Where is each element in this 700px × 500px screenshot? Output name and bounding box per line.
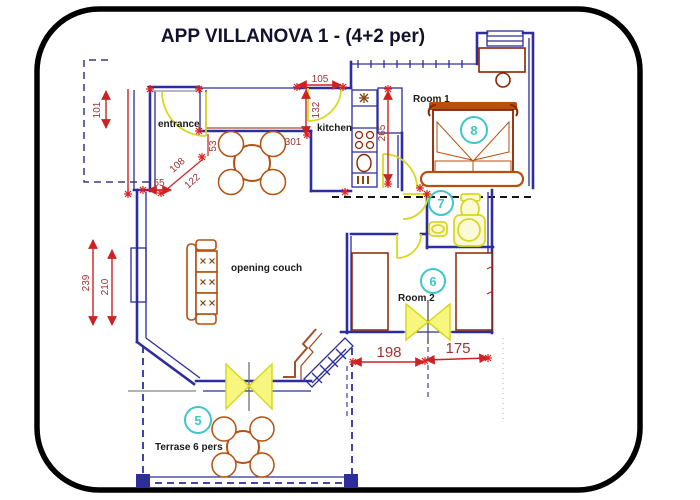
room2-bed-right (455, 252, 493, 331)
marker-circle-5 (184, 406, 212, 434)
dining-chair (259, 130, 287, 158)
dimension-labels: 101 239 210 55 108 122 53 301 105 132 26… (81, 74, 471, 361)
kitchen-label: kitchen (317, 123, 352, 134)
dining-chair (217, 130, 245, 158)
terrace-label: Terrase 6 pers (155, 442, 223, 453)
dim-55: 55 (153, 178, 165, 189)
terrace-chair (249, 452, 275, 478)
bathroom-door-arc (402, 193, 429, 220)
bed-footboard (419, 170, 525, 188)
marker-5: 5 (194, 413, 201, 428)
dim-53: 53 (208, 140, 219, 152)
dim-239: 239 (81, 274, 92, 291)
opening-couch (186, 239, 218, 325)
living-window (130, 247, 147, 303)
plan-title: APP VILLANOVA 1 - (4+2 per) (161, 26, 425, 47)
marker-circle-8 (460, 116, 488, 144)
room1-desk (478, 47, 526, 88)
kitchen-sink (356, 153, 372, 173)
room2-label: Room 2 (398, 293, 435, 304)
terrace-steps (283, 328, 354, 388)
boundary-dashed (83, 59, 150, 183)
terrace-door-window (225, 362, 273, 411)
hob-symbol (359, 93, 369, 103)
stair-railing (283, 328, 317, 378)
dim-132: 132 (311, 101, 322, 118)
stool (495, 72, 511, 88)
terrace-boundary (136, 346, 358, 488)
room1-double-bed (419, 102, 525, 188)
dimension-lines (88, 80, 494, 367)
marker-7: 7 (437, 196, 444, 211)
room2-bed-left (351, 252, 389, 331)
shower-drain (457, 218, 481, 242)
entrance-door-arc (161, 91, 207, 137)
doors (161, 87, 451, 411)
room1-label: Room 1 (413, 94, 450, 105)
dim-101: 101 (92, 101, 103, 118)
photo-frame (34, 6, 643, 493)
room2-window (405, 300, 451, 344)
dining-chair (217, 168, 245, 196)
terrace-chair (249, 416, 275, 442)
dining-chair (259, 168, 287, 196)
marker-circle-6 (420, 268, 446, 294)
kitchen-counter (351, 89, 378, 188)
terrace-chair (211, 452, 237, 478)
marker-8: 8 (470, 123, 477, 138)
dim-105: 105 (312, 74, 329, 85)
dim-265: 265 (377, 124, 388, 141)
dim-210: 210 (100, 278, 111, 295)
terrace-chair (211, 416, 237, 442)
marker-circle-7 (428, 190, 454, 216)
terrace-table (211, 416, 275, 478)
opening-couch-label: opening couch (231, 263, 302, 274)
bathroom-fixtures (428, 193, 486, 247)
dim-175: 175 (445, 340, 470, 357)
room-labels: entrance kitchen Room 1 Room 2 opening c… (155, 94, 450, 453)
unit-number-markers: 5 6 7 8 (184, 116, 488, 434)
room1-radiator (486, 30, 524, 47)
marker-6: 6 (429, 274, 436, 289)
dining-table (217, 130, 287, 196)
room2-door-arc (396, 233, 422, 259)
kitchen-door-arc (307, 87, 342, 122)
entrance-label: entrance (158, 119, 200, 130)
dim-198: 198 (376, 344, 401, 361)
dim-301: 301 (285, 137, 302, 148)
